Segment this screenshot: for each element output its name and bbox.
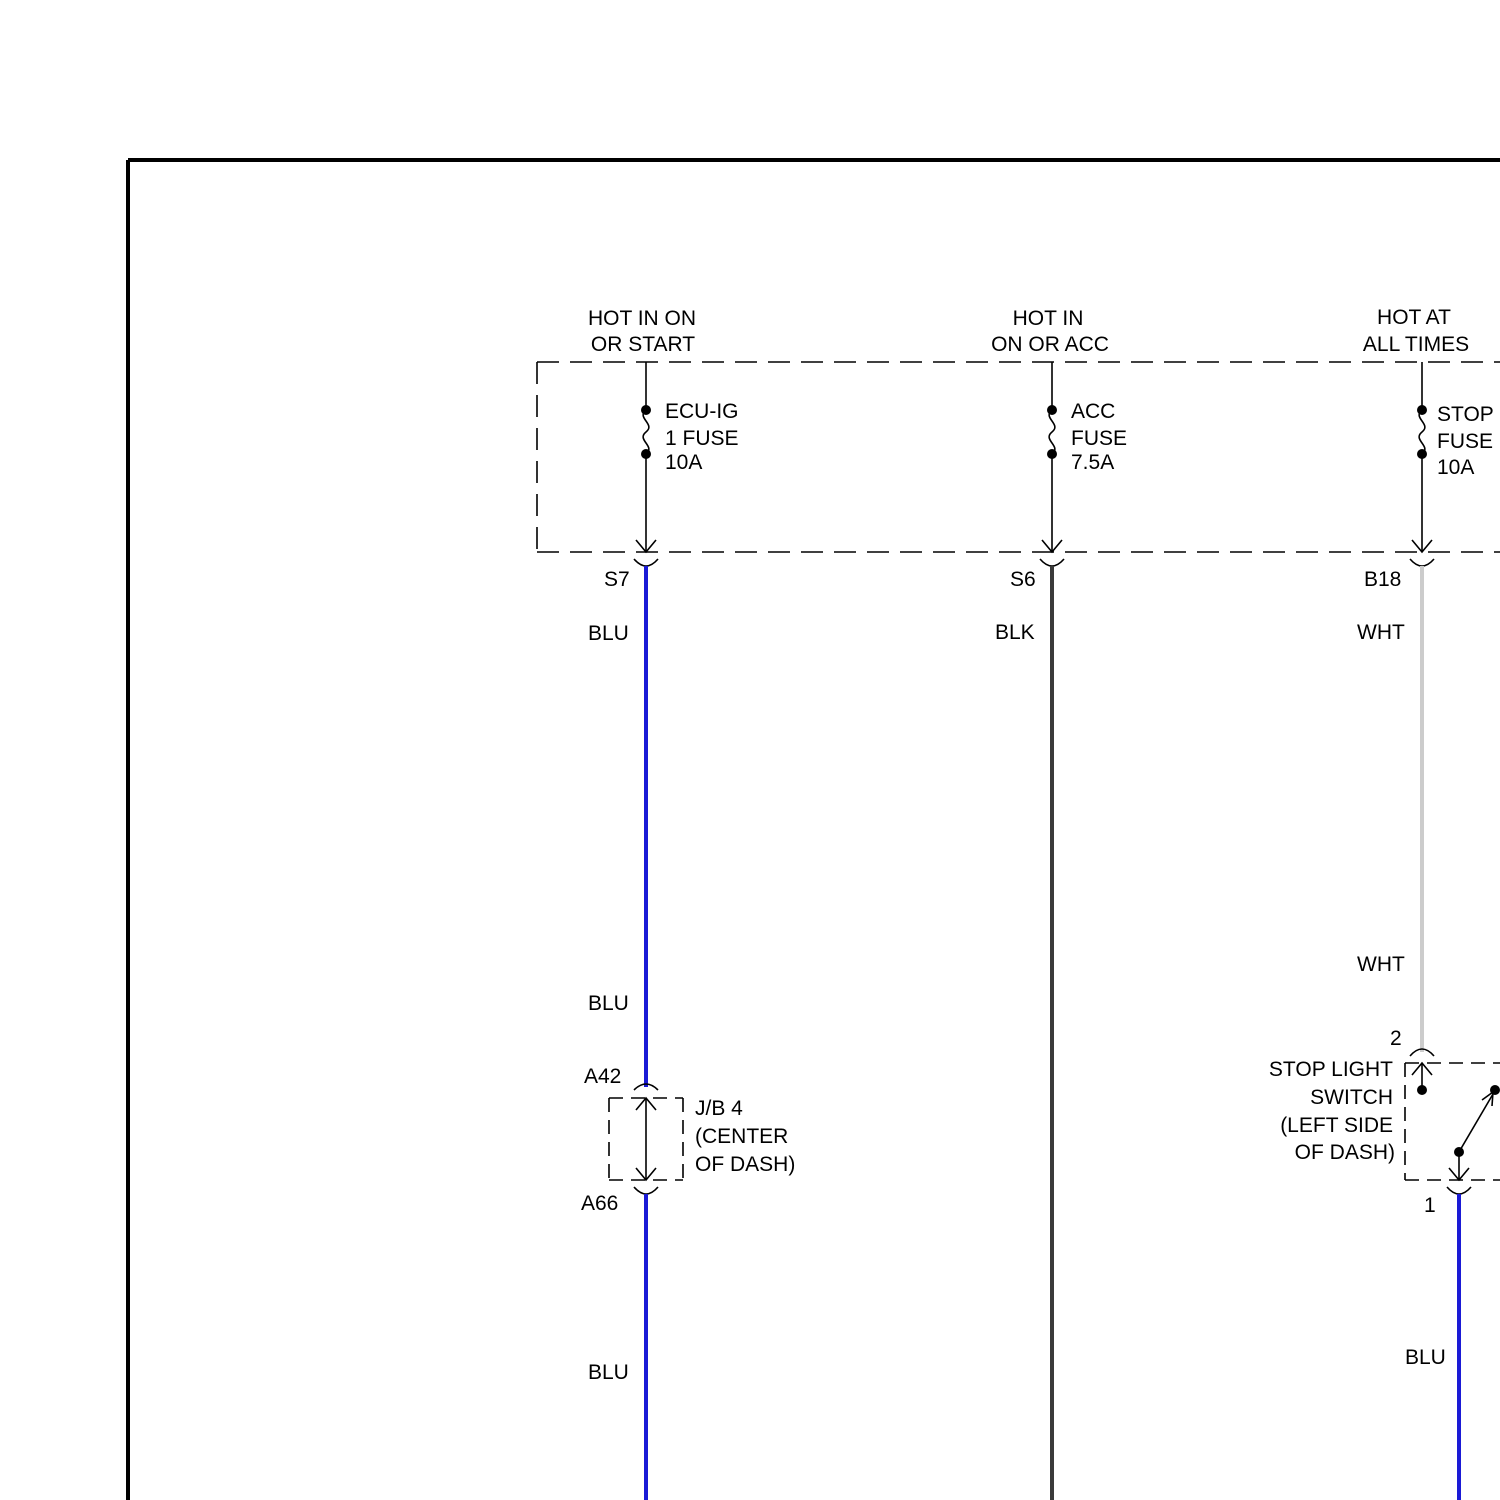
acc-fuse (1042, 362, 1062, 552)
ecu-ig-wire-label-2: BLU (588, 992, 629, 1015)
stop-circuit: HOT AT ALL TIMES STOP FUSE 10A B18 WHT W… (1269, 306, 1500, 1500)
jb-input-pin-label: A42 (584, 1065, 621, 1088)
ecu-ig-fuse-label-line1: ECU-IG (665, 400, 739, 423)
stop-fuse-label-line3: 10A (1437, 456, 1474, 479)
switch-pin-top-label: 2 (1390, 1027, 1402, 1050)
acc-power-label-line2: ON OR ACC (991, 333, 1109, 356)
ecu-ig-fuse-label-line2: 1 FUSE (665, 427, 739, 450)
jb-label-line3: OF DASH) (695, 1153, 795, 1176)
stop-fuse-label-line2: FUSE (1437, 430, 1493, 453)
switch-pin-bottom-label: 1 (1424, 1194, 1436, 1217)
ecu-ig-connector-label: S7 (604, 568, 630, 591)
acc-circuit: HOT IN ON OR ACC ACC FUSE 7.5A S6 BLK (991, 307, 1127, 1500)
switch-label-line1: STOP LIGHT (1269, 1058, 1393, 1081)
stop-light-switch-symbol (1405, 1049, 1500, 1194)
stop-power-label-line1: HOT AT (1377, 306, 1451, 329)
stop-fuse (1412, 362, 1432, 552)
acc-connector-symbol (1040, 559, 1064, 566)
acc-fuse-label-line1: ACC (1071, 400, 1115, 423)
stop-connector-symbol (1410, 559, 1434, 566)
ecu-ig-circuit: HOT IN ON OR START ECU-IG 1 FUSE 10A S7 … (581, 307, 795, 1500)
stop-lower-wire-label: BLU (1405, 1346, 1446, 1369)
stop-power-label-line2: ALL TIMES (1363, 333, 1469, 356)
stop-wire-label-2: WHT (1357, 953, 1405, 976)
jb-label-line2: (CENTER (695, 1125, 788, 1148)
ecu-ig-power-label-line1: HOT IN ON (588, 307, 696, 330)
acc-connector-label: S6 (1010, 568, 1036, 591)
switch-label-line2: SWITCH (1310, 1086, 1393, 1109)
stop-wire-label-1: WHT (1357, 621, 1405, 644)
ecu-ig-connector-symbol (634, 559, 658, 566)
acc-power-label-line1: HOT IN (1013, 307, 1084, 330)
stop-connector-label: B18 (1364, 568, 1401, 591)
switch-label-line4: OF DASH) (1295, 1141, 1395, 1164)
ecu-ig-fuse-label-line3: 10A (665, 451, 702, 474)
junction-block-symbol (609, 1084, 683, 1194)
diagram-frame (128, 160, 1500, 1500)
ecu-ig-fuse (636, 362, 656, 552)
acc-fuse-label-line2: FUSE (1071, 427, 1127, 450)
stop-fuse-label-line1: STOP (1437, 403, 1494, 426)
switch-label-line3: (LEFT SIDE (1280, 1114, 1393, 1137)
acc-wire-label: BLK (995, 621, 1035, 644)
ecu-ig-power-label-line2: OR START (591, 333, 695, 356)
acc-fuse-label-line3: 7.5A (1071, 451, 1114, 474)
ecu-ig-wire-label-3: BLU (588, 1361, 629, 1384)
jb-label-line1: J/B 4 (695, 1097, 743, 1120)
jb-output-pin-label: A66 (581, 1192, 618, 1215)
ecu-ig-wire-label-1: BLU (588, 622, 629, 645)
